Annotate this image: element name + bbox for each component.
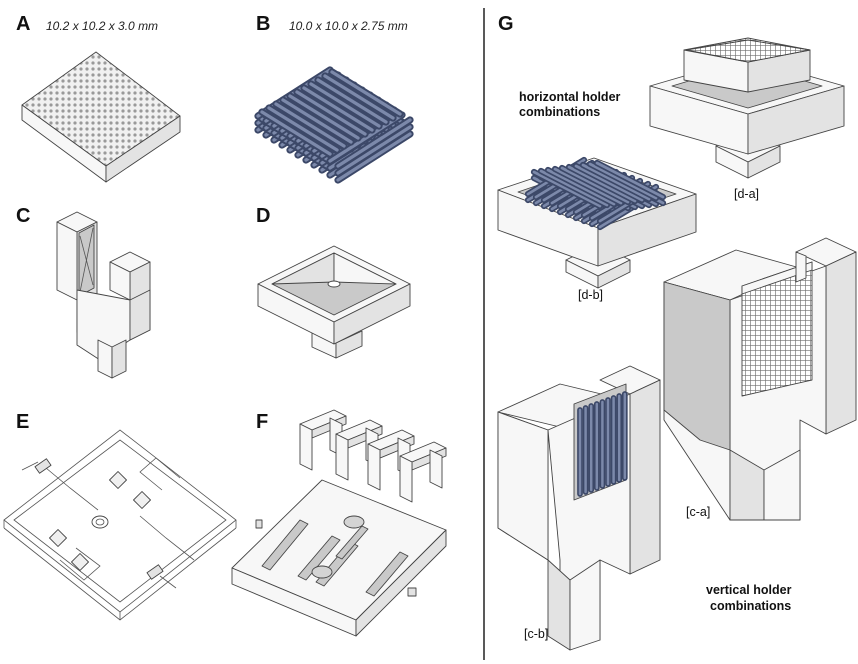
dimension-caption-a: 10.2 x 10.2 x 3.0 mm [46,19,158,33]
rod-b-highlight [302,86,374,132]
porous-scaffold-block [21,51,181,183]
rod-b-highlight [336,125,412,175]
rod-b-highlight [330,70,402,116]
panel-letter-a: A [16,13,30,35]
holder-frames [299,409,447,503]
rod-db-highlight [532,170,602,208]
rod-b-highlight [274,102,346,148]
panel-letter-g: G [498,13,514,35]
rod-b-highlight [328,113,404,163]
chamber-base-plate [231,479,447,637]
rod-b-highlight [309,82,381,128]
rod-db-highlight [560,166,630,204]
tag-d-a: [d-a] [734,187,759,201]
panel-g: G horizontal holder combinations [d-a] [497,13,857,651]
panel-b: B 10.0 x 10.0 x 2.75 mm [254,13,414,184]
vertical-caption-line-1: vertical holder [706,583,792,597]
vertical-holder-part-c [56,211,151,379]
rod-b-highlight [260,110,332,156]
outlet-port-icon [146,564,177,589]
panel-letter-e: E [16,411,29,433]
panel-e: E [3,411,237,621]
holder-combination-d-a [649,37,845,179]
rod-db-highlight [574,164,644,202]
vertical-rod-scaffold [577,391,628,497]
panel-letter-c: C [16,205,30,227]
rod-b-highlight [288,94,360,140]
rod-db-highlight [553,167,623,205]
rod-db-highlight [546,168,616,206]
dimension-caption-b: 10.0 x 10.0 x 2.75 mm [289,19,408,33]
panel-letter-b: B [256,13,270,35]
horizontal-caption-line-1: horizontal holder [519,90,621,104]
rod-b-highlight [295,90,367,136]
rod-b-highlight [336,118,412,168]
rod-b-highlight [316,78,388,124]
tag-c-a: [c-a] [686,505,710,519]
panel-f: F [231,409,447,637]
holder-combination-c-b [497,365,661,651]
rod-b-highlight [281,98,353,144]
horizontal-caption-line-2: combinations [519,105,600,119]
rod-db-highlight [581,163,651,201]
tag-c-b: [c-b] [524,627,548,641]
tag-d-b: [d-b] [578,288,603,302]
holder-combination-c-a [663,237,857,521]
panel-a: A 10.2 x 10.2 x 3.0 mm [16,13,181,183]
holder-combination-d-b [497,156,697,289]
panel-c: C [16,205,151,379]
inlet-port-icon [21,458,52,474]
vertical-caption-line-2: combinations [710,599,791,613]
rod-scaffold-in-holder [524,156,667,231]
rod-db-highlight [567,165,637,203]
bioreactor-chamber-wireframe [3,429,237,621]
rod-db-highlight [539,169,609,207]
rod-db-highlight [588,162,658,200]
horizontal-holder-part-d [257,245,411,359]
rod-b-highlight [267,106,339,152]
rod-b-highlight [336,132,412,182]
rod-lattice-scaffold [254,66,414,184]
panel-d: D [256,205,411,359]
holder-socket-icons [49,471,151,571]
rod-db-highlight [595,161,665,199]
rod-b-highlight [323,74,395,120]
panel-letter-f: F [256,411,268,433]
panel-letter-d: D [256,205,270,227]
